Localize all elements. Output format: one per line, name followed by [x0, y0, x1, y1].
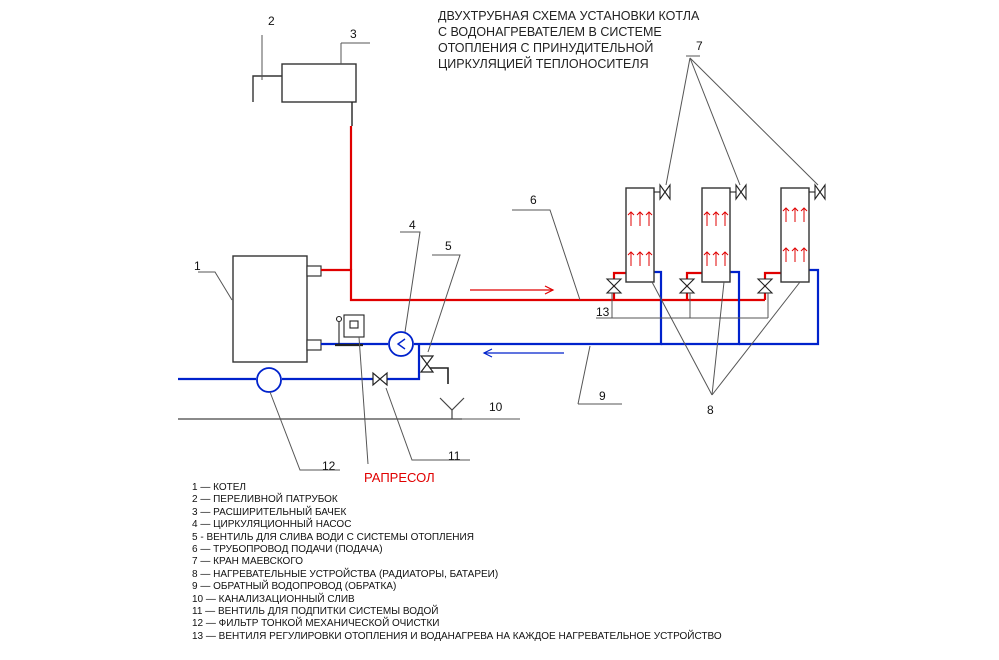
title-line-3: ОТОПЛЕНИЯ С ПРИНУДИТЕЛЬНОЙ — [438, 40, 653, 55]
callout-12: 12 — [322, 459, 336, 473]
fine-filter-icon — [256, 367, 282, 393]
radiators — [625, 187, 810, 283]
legend-item: 8 — НАГРЕВАТЕЛЬНЫЕ УСТРОЙСТВА (РАДИАТОРЫ… — [192, 568, 499, 580]
legend-item: 10 — КАНАЛИЗАЦИОННЫЙ СЛИВ — [192, 593, 355, 605]
boiler-supply-nozzle — [306, 265, 322, 277]
rapresol-label: РАПРЕСОЛ — [364, 470, 435, 485]
title-line-1: ДВУХТРУБНАЯ СХЕМА УСТАНОВКИ КОТЛА — [438, 9, 700, 23]
legend: 1 — КОТЕЛ 2 — ПЕРЕЛИВНОЙ ПАТРУБОК 3 — РА… — [192, 482, 722, 643]
legend-item: 13 — ВЕНТИЛЯ РЕГУЛИРОВКИ ОТОПЛЕНИЯ И ВОД… — [192, 630, 722, 642]
legend-item: 7 — КРАН МАЕВСКОГО — [192, 556, 303, 568]
callout-9: 9 — [599, 389, 606, 403]
legend-item: 6 — ТРУБОПРОВОД ПОДАЧИ (ПОДАЧА) — [192, 544, 383, 556]
callout-3: 3 — [350, 27, 357, 41]
callout-13: 13 — [596, 305, 610, 319]
callout-1: 1 — [194, 259, 201, 273]
circulation-pump-icon — [388, 331, 414, 357]
drain-branch — [424, 367, 449, 384]
boiler-return-nozzle — [306, 339, 322, 351]
callout-6: 6 — [530, 193, 537, 207]
legend-item: 3 — РАСШИРИТЕЛЬНЫЙ БАЧЕК — [192, 506, 347, 518]
callout-7: 7 — [696, 39, 703, 53]
callout-10: 10 — [489, 400, 503, 414]
diagram-title: ДВУХТРУБНАЯ СХЕМА УСТАНОВКИ КОТЛА С ВОДО… — [438, 9, 700, 71]
make-up-valve-icon — [372, 371, 388, 387]
adjustment-valves — [605, 278, 774, 294]
boiler — [232, 255, 308, 363]
callout-11: 11 — [448, 449, 461, 463]
leader-lines — [198, 35, 819, 471]
supply-flow-arrow — [470, 285, 555, 295]
overflow-pipe — [252, 75, 282, 102]
title-line-4: ЦИРКУЛЯЦИЕЙ ТЕПЛОНОСИТЕЛЯ — [438, 56, 649, 71]
rapresol-dosing-unit-icon — [335, 314, 365, 347]
legend-item: 4 — ЦИРКУЛЯЦИОННЫЙ НАСОС — [192, 519, 352, 531]
return-flow-arrow — [482, 348, 564, 358]
callout-4: 4 — [409, 218, 416, 232]
legend-item: 2 — ПЕРЕЛИВНОЙ ПАТРУБОК — [192, 494, 338, 506]
callout-2: 2 — [268, 14, 275, 28]
mayevsky-valves — [654, 183, 826, 201]
return-pipe — [178, 268, 820, 381]
legend-item: 12 — ФИЛЬТР ТОНКОЙ МЕХАНИЧЕСКОЙ ОЧИСТКИ — [192, 618, 440, 630]
expansion-tank — [281, 63, 357, 103]
callout-5: 5 — [445, 239, 452, 253]
legend-item: 11 — ВЕНТИЛЬ ДЛЯ ПОДПИТКИ СИСТЕМЫ ВОДОЙ — [192, 606, 439, 618]
sewer-drain — [178, 397, 465, 420]
title-line-2: С ВОДОНАГРЕВАТЕЛЕМ В СИСТЕМЕ — [438, 25, 662, 39]
radiator-heat-arrows — [627, 207, 808, 267]
legend-item: 1 — КОТЕЛ — [192, 482, 246, 493]
legend-item: 9 — ОБРАТНЫЙ ВОДОПРОВОД (ОБРАТКА) — [192, 581, 397, 593]
legend-item: 5 - ВЕНТИЛЬ ДЛЯ СЛИВА ВОДИ С СИСТЕМЫ ОТО… — [192, 531, 474, 543]
callout-8: 8 — [707, 403, 714, 417]
drain-valve-icon — [419, 355, 435, 373]
